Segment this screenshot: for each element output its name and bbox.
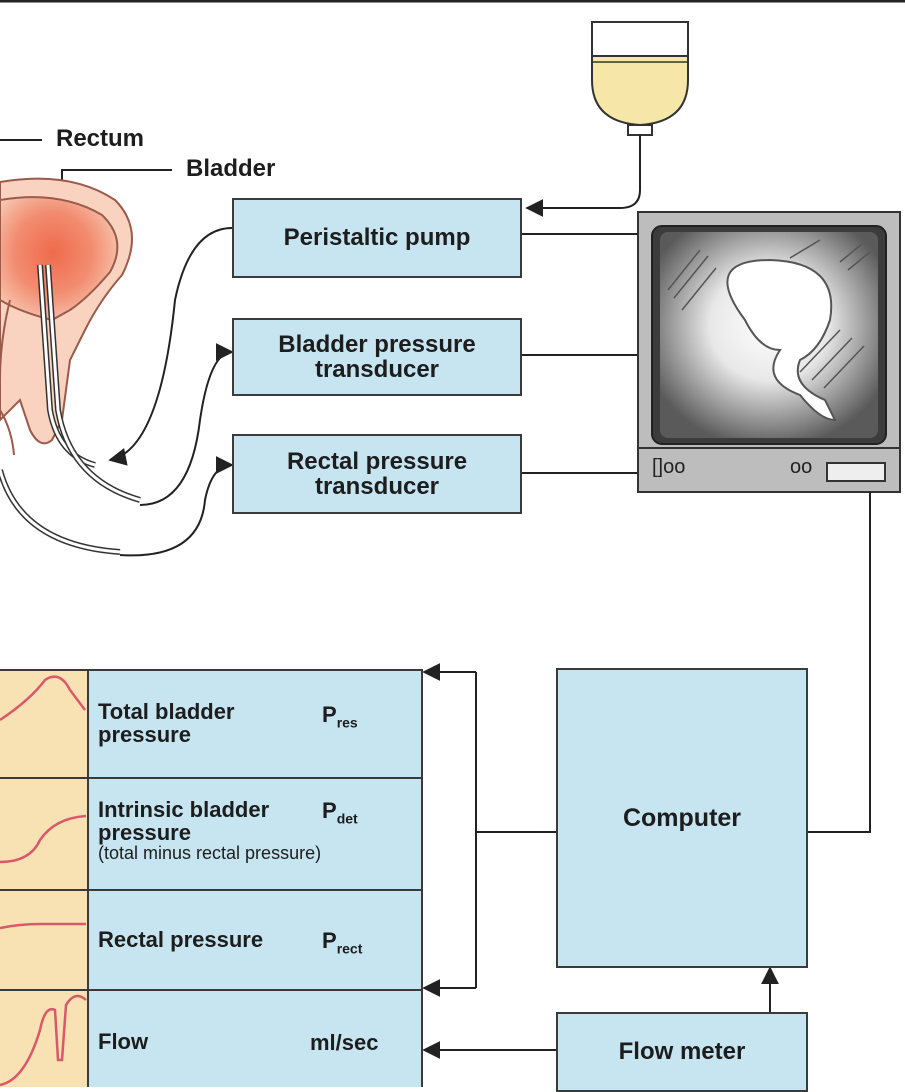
rectum-label: Rectum — [56, 125, 145, 152]
monitor-icon — [637, 211, 901, 493]
bag-to-pump-line — [525, 135, 641, 217]
computer-label: Computer — [622, 803, 742, 832]
trace-panel — [0, 670, 88, 1087]
pump-to-catheter-line — [108, 227, 233, 466]
recording-row-flow: Flow ml/sec — [88, 990, 422, 1087]
trace-intrinsic — [0, 814, 87, 864]
row-name: Rectal pressure — [98, 927, 264, 952]
bladder-catheter-to-transducer-line — [139, 343, 234, 506]
pump-label: Peristaltic pump — [283, 224, 471, 252]
recordings-grid — [0, 669, 423, 1087]
row-name: Total bladder — [98, 699, 235, 724]
row-symbol: Prect — [322, 928, 363, 957]
row-name: Flow — [98, 1029, 149, 1054]
row-symbol: ml/sec — [310, 1030, 379, 1055]
bladder-transducer-label-2: transducer — [314, 356, 440, 383]
monitor-to-computer-line — [806, 492, 871, 833]
row-name-2: pressure — [98, 820, 191, 846]
peristaltic-pump-box: Peristaltic pump — [232, 198, 522, 278]
flow-meter-label: Flow meter — [618, 1038, 746, 1066]
bladder-label: Bladder — [186, 155, 276, 182]
bladder-anatomy — [0, 177, 133, 456]
monitor-left-controls: []oo — [652, 456, 686, 478]
catheters — [0, 264, 141, 555]
bladder-transducer-label-1: Bladder pressure — [278, 330, 476, 358]
monitor-right-controls: oo — [790, 456, 813, 478]
monitor-slot-icon — [826, 462, 886, 482]
infusion-bag-icon — [591, 21, 689, 136]
trace-flow — [0, 994, 87, 1087]
flow-meter-box: Flow meter — [556, 1012, 808, 1092]
recordings-panel — [88, 670, 422, 1087]
recording-row-rectal: Rectal pressure Prect — [88, 890, 422, 990]
row-note: (total minus rectal pressure) — [98, 843, 322, 864]
trace-rectal — [0, 922, 86, 930]
rectal-transducer-label-2: transducer — [314, 473, 440, 500]
row-name-2: pressure — [98, 722, 191, 748]
rectal-catheter-to-transducer-line — [119, 456, 234, 557]
row-name: Intrinsic bladder — [98, 797, 270, 822]
computer-box: Computer — [556, 668, 808, 968]
rectal-transducer-label-1: Rectal pressure — [286, 447, 468, 475]
row-symbol: Pdet — [322, 798, 358, 827]
row-symbol: Pres — [322, 702, 358, 731]
trace-total-bladder — [0, 675, 86, 722]
